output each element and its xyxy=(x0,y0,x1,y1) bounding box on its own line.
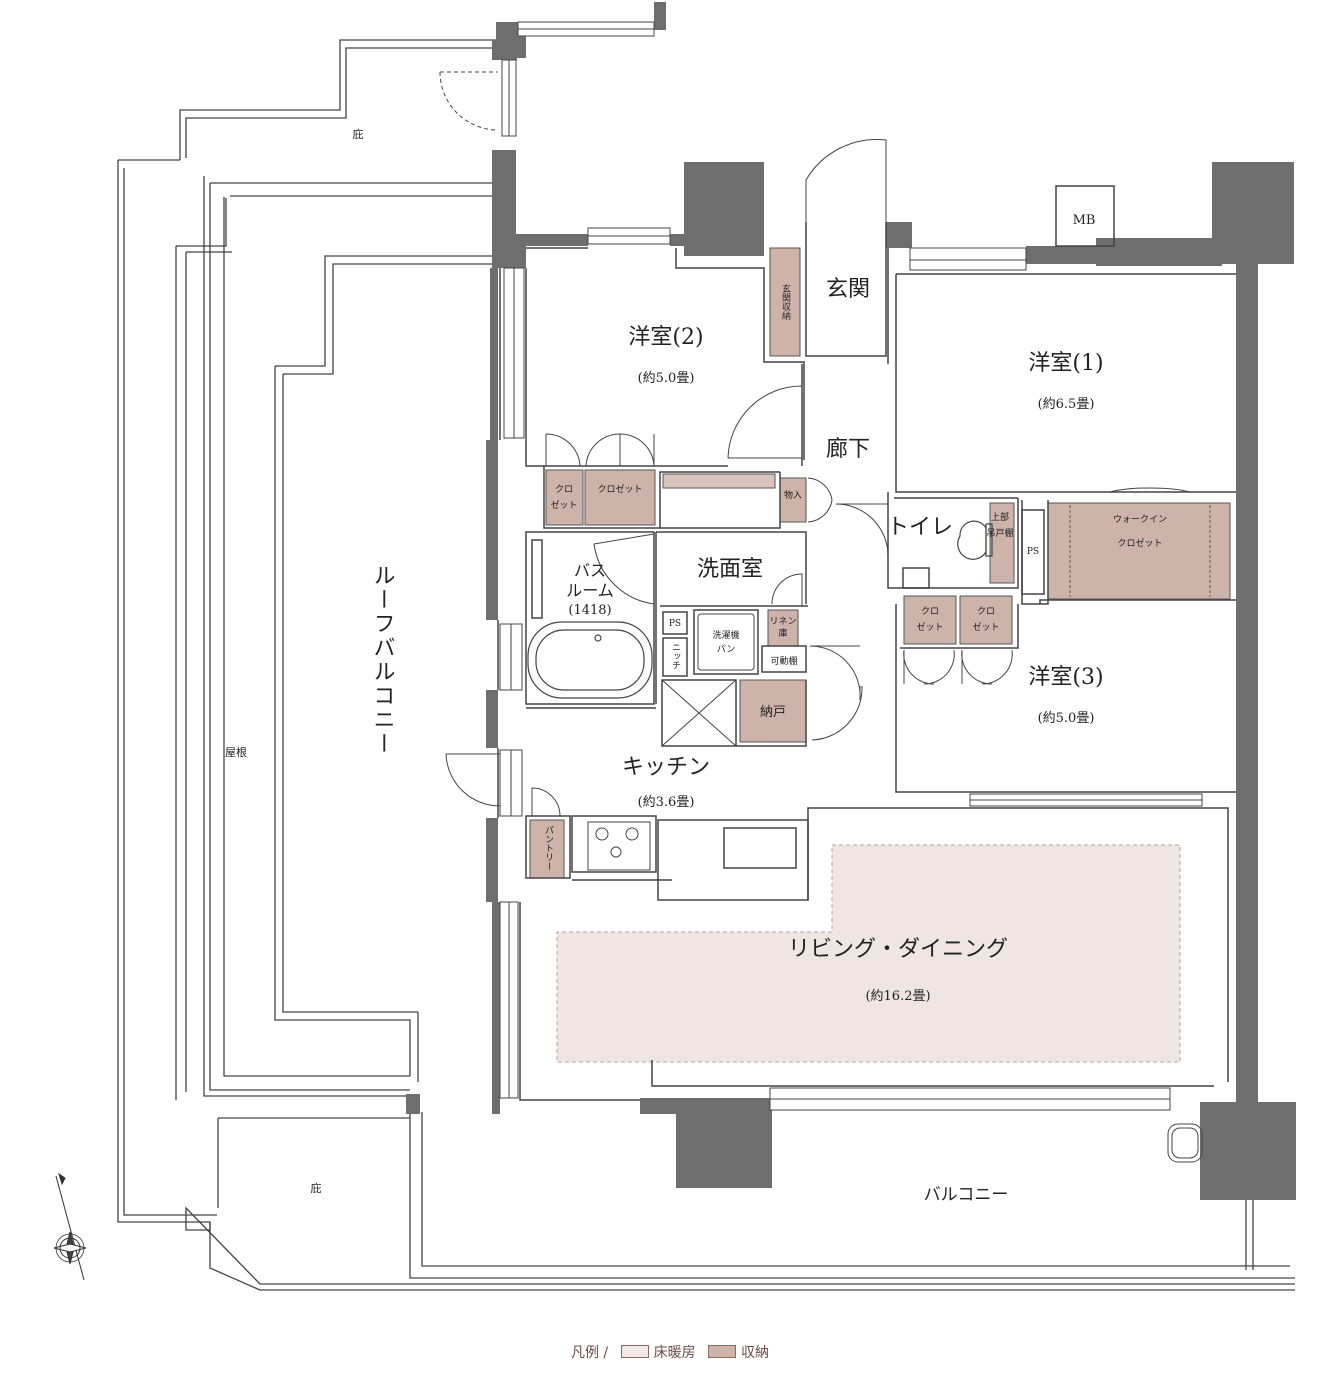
room-western-3-name: 洋室(3) xyxy=(1028,665,1103,690)
storage-labels: 玄関収納 クロ ゼット クロゼット 物入 ウォークイン クロゼット 上部 吊戸棚… xyxy=(543,283,1167,871)
room-living-size: (約16.2畳) xyxy=(865,989,930,1004)
niche-label: ニッチ xyxy=(670,643,681,670)
legend-storage-label: 収納 xyxy=(741,1345,770,1361)
room-hallway: 廊下 xyxy=(826,437,870,462)
room-kitchen-name: キッチン xyxy=(622,755,710,780)
room-western-2-size: (約5.0畳) xyxy=(638,371,695,386)
windows xyxy=(499,21,1203,1111)
washer-pan xyxy=(697,613,755,671)
room-roof-balcony: ルーフバルコニー xyxy=(370,564,395,756)
floor-plan: 洋室(2) (約5.0畳) 洋室(1) (約6.5畳) 洋室(3) (約5.0畳… xyxy=(53,2,1296,1291)
shelf-label: 可動棚 xyxy=(770,655,797,667)
nando-label: 納戸 xyxy=(760,705,786,720)
compass-icon xyxy=(53,1172,87,1281)
linen-line2: 庫 xyxy=(778,627,787,639)
walk-in-line2: クロゼット xyxy=(1117,537,1162,549)
bathtub xyxy=(527,621,653,699)
walk-in-line1: ウォークイン xyxy=(1113,514,1167,525)
entrance-storage-label: 玄関収納 xyxy=(780,283,791,321)
closet-c-line2: ゼット xyxy=(916,621,943,633)
upper-cabinet-line1: 上部 xyxy=(991,511,1009,523)
room-western-2-name: 洋室(2) xyxy=(628,325,703,350)
doors xyxy=(439,71,1191,817)
walk-in-lines xyxy=(1069,505,1211,597)
closet-a-line1: クロ xyxy=(555,484,573,495)
room-western-1-size: (約6.5畳) xyxy=(1038,397,1095,412)
legend-storage-swatch xyxy=(708,1345,737,1358)
room-kitchen-size: (約3.6畳) xyxy=(638,795,695,810)
closet-b-label: クロゼット xyxy=(597,483,642,495)
stove xyxy=(587,821,651,871)
interior-walls xyxy=(497,185,1236,1101)
legend-prefix: 凡例 / xyxy=(570,1345,609,1361)
room-bath-size: (1418) xyxy=(568,603,611,618)
ps-label-toilet: PS xyxy=(1027,547,1039,557)
washer-line2: パン xyxy=(717,644,735,655)
washer-line1: 洗濯機 xyxy=(712,629,739,641)
legend: 凡例 / 床暖房 収納 xyxy=(0,1342,1340,1362)
storage-areas xyxy=(529,247,1231,879)
room-balcony: バルコニー xyxy=(924,1185,1009,1205)
mb-label: MB xyxy=(1073,213,1096,228)
closet-d-line2: ゼット xyxy=(972,621,999,633)
eaves-label-top: 庇 xyxy=(353,127,364,141)
room-living-name: リビング・ダイニング xyxy=(788,937,1008,962)
room-western-1-name: 洋室(1) xyxy=(1028,351,1103,376)
roof-label: 屋根 xyxy=(225,745,247,759)
room-bath-line1: バス xyxy=(574,561,606,580)
room-toilet: トイレ xyxy=(887,515,953,540)
structural-walls xyxy=(406,2,1296,1200)
room-labels: 洋室(2) (約5.0畳) 洋室(1) (約6.5畳) 洋室(3) (約5.0畳… xyxy=(225,127,1104,1205)
pantry-label: パントリー xyxy=(543,825,554,870)
room-western-3-size: (約5.0畳) xyxy=(1038,711,1095,726)
balcony-fixture xyxy=(1167,1123,1203,1163)
eaves-label-bottom: 庇 xyxy=(311,1181,322,1195)
closet-c-line1: クロ xyxy=(921,606,939,617)
closet-a-line2: ゼット xyxy=(550,499,577,511)
upper-cabinet-line2: 吊戸棚 xyxy=(986,527,1013,539)
ps-label-wash: PS xyxy=(669,619,681,629)
legend-floor-heating-swatch xyxy=(620,1345,649,1358)
fridge-space xyxy=(661,679,737,747)
legend-floor-heating-label: 床暖房 xyxy=(653,1345,696,1361)
closet-d-line1: クロ xyxy=(977,606,995,617)
floor-heating-areas xyxy=(556,844,1181,1063)
toilet-fixture xyxy=(957,520,993,560)
mono-label-1: 物入 xyxy=(784,489,802,501)
room-washroom: 洗面室 xyxy=(697,557,763,582)
linen-line1: リネン xyxy=(769,616,796,627)
room-entrance: 玄関 xyxy=(826,277,870,302)
room-bath-line2: ルーム xyxy=(566,581,614,600)
roof-balcony-outlines xyxy=(117,39,1295,1291)
